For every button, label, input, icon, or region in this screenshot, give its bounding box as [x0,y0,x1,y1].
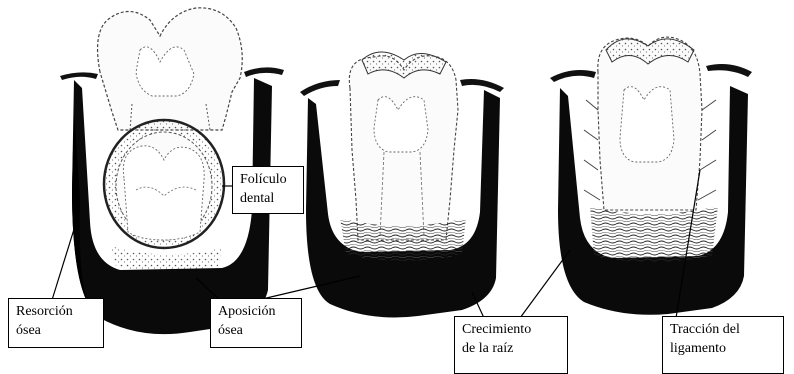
label-apposition: Aposición ósea [210,298,302,348]
label-apposition-line2: ósea [218,321,295,340]
gum-line-2-right [460,79,504,92]
label-ligament: Tracción del ligamento [662,316,784,374]
leader-root-growth-2 [520,250,570,318]
gum-line-3-left [550,70,596,82]
periodontal-ligament-left [584,100,600,200]
label-ligament-line1: Tracción del [670,320,777,339]
label-follicle-line2: dental [240,189,297,208]
label-apposition-line1: Aposición [218,302,295,321]
developing-crown-1 [123,146,204,240]
label-follicle-line1: Folículo [240,170,297,189]
label-ligament-line2: ligamento [670,339,777,358]
tooth-pulp-3 [620,87,674,162]
erupting-crown-1-pulp [136,47,194,96]
tooth-illustration-3 [550,37,752,315]
label-root-growth-line1: Crecimiento [462,320,561,339]
label-resorption: Resorción ósea [8,298,104,348]
label-resorption-line2: ósea [16,321,97,340]
gum-line-3-right [706,64,752,77]
gum-line-1-right [244,67,284,77]
gum-line-2-left [300,80,340,96]
bone-base-1 [110,246,222,271]
label-root-growth-line2: de la raíz [462,339,561,358]
label-resorption-line1: Resorción [16,302,97,321]
label-root-growth: Crecimiento de la raíz [454,316,568,374]
gum-line-1-left [60,72,98,80]
bone-base-3 [590,206,718,262]
label-follicle: Folículo dental [232,166,304,214]
tooth-pulp-2 [374,97,428,152]
tooth-illustration-2 [300,52,504,318]
